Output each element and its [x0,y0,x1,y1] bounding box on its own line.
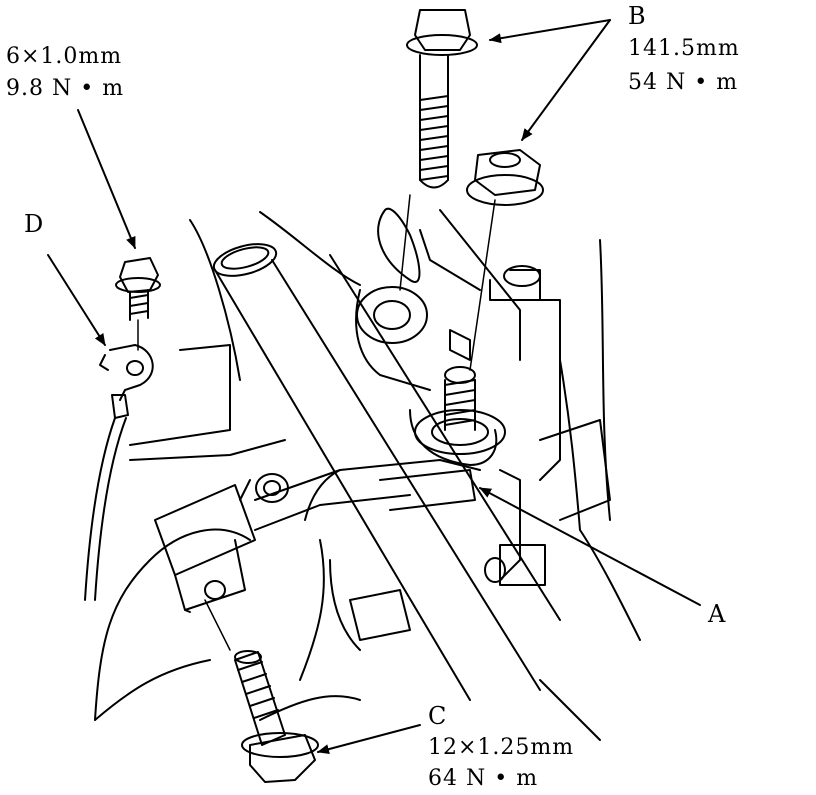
leader-a [479,487,701,606]
bolt-b [399,9,478,291]
leader-c [317,724,421,755]
callout-c-letter: C [428,702,448,730]
callout-b-letter: B [628,2,647,30]
leader-lines [47,19,701,755]
torque-rod [154,459,481,613]
callout-b-spec: 141.5mm [628,36,740,61]
nut-b [466,149,544,371]
leader-ground-bolt [77,109,136,249]
callout-a-letter: A [708,600,727,628]
mount-rod [212,243,561,701]
ground-bolt-spec: 6×1.0mm [6,44,123,69]
callout-c-torque: 64 N • m [428,766,539,791]
bolt-c [204,599,319,783]
ground-bolt-torque: 9.8 N • m [6,76,125,101]
callout-c-spec: 12×1.25mm [428,735,575,760]
leader-b-bolt [489,19,611,44]
leader-b-nut [521,19,611,141]
housing-outline [94,209,641,741]
leader-d [47,254,106,346]
ground-terminal [84,344,154,601]
ground-bolt [115,257,161,351]
callout-b-torque: 54 N • m [628,70,739,95]
callout-d-letter: D [24,210,45,238]
mount-bracket [304,207,611,641]
